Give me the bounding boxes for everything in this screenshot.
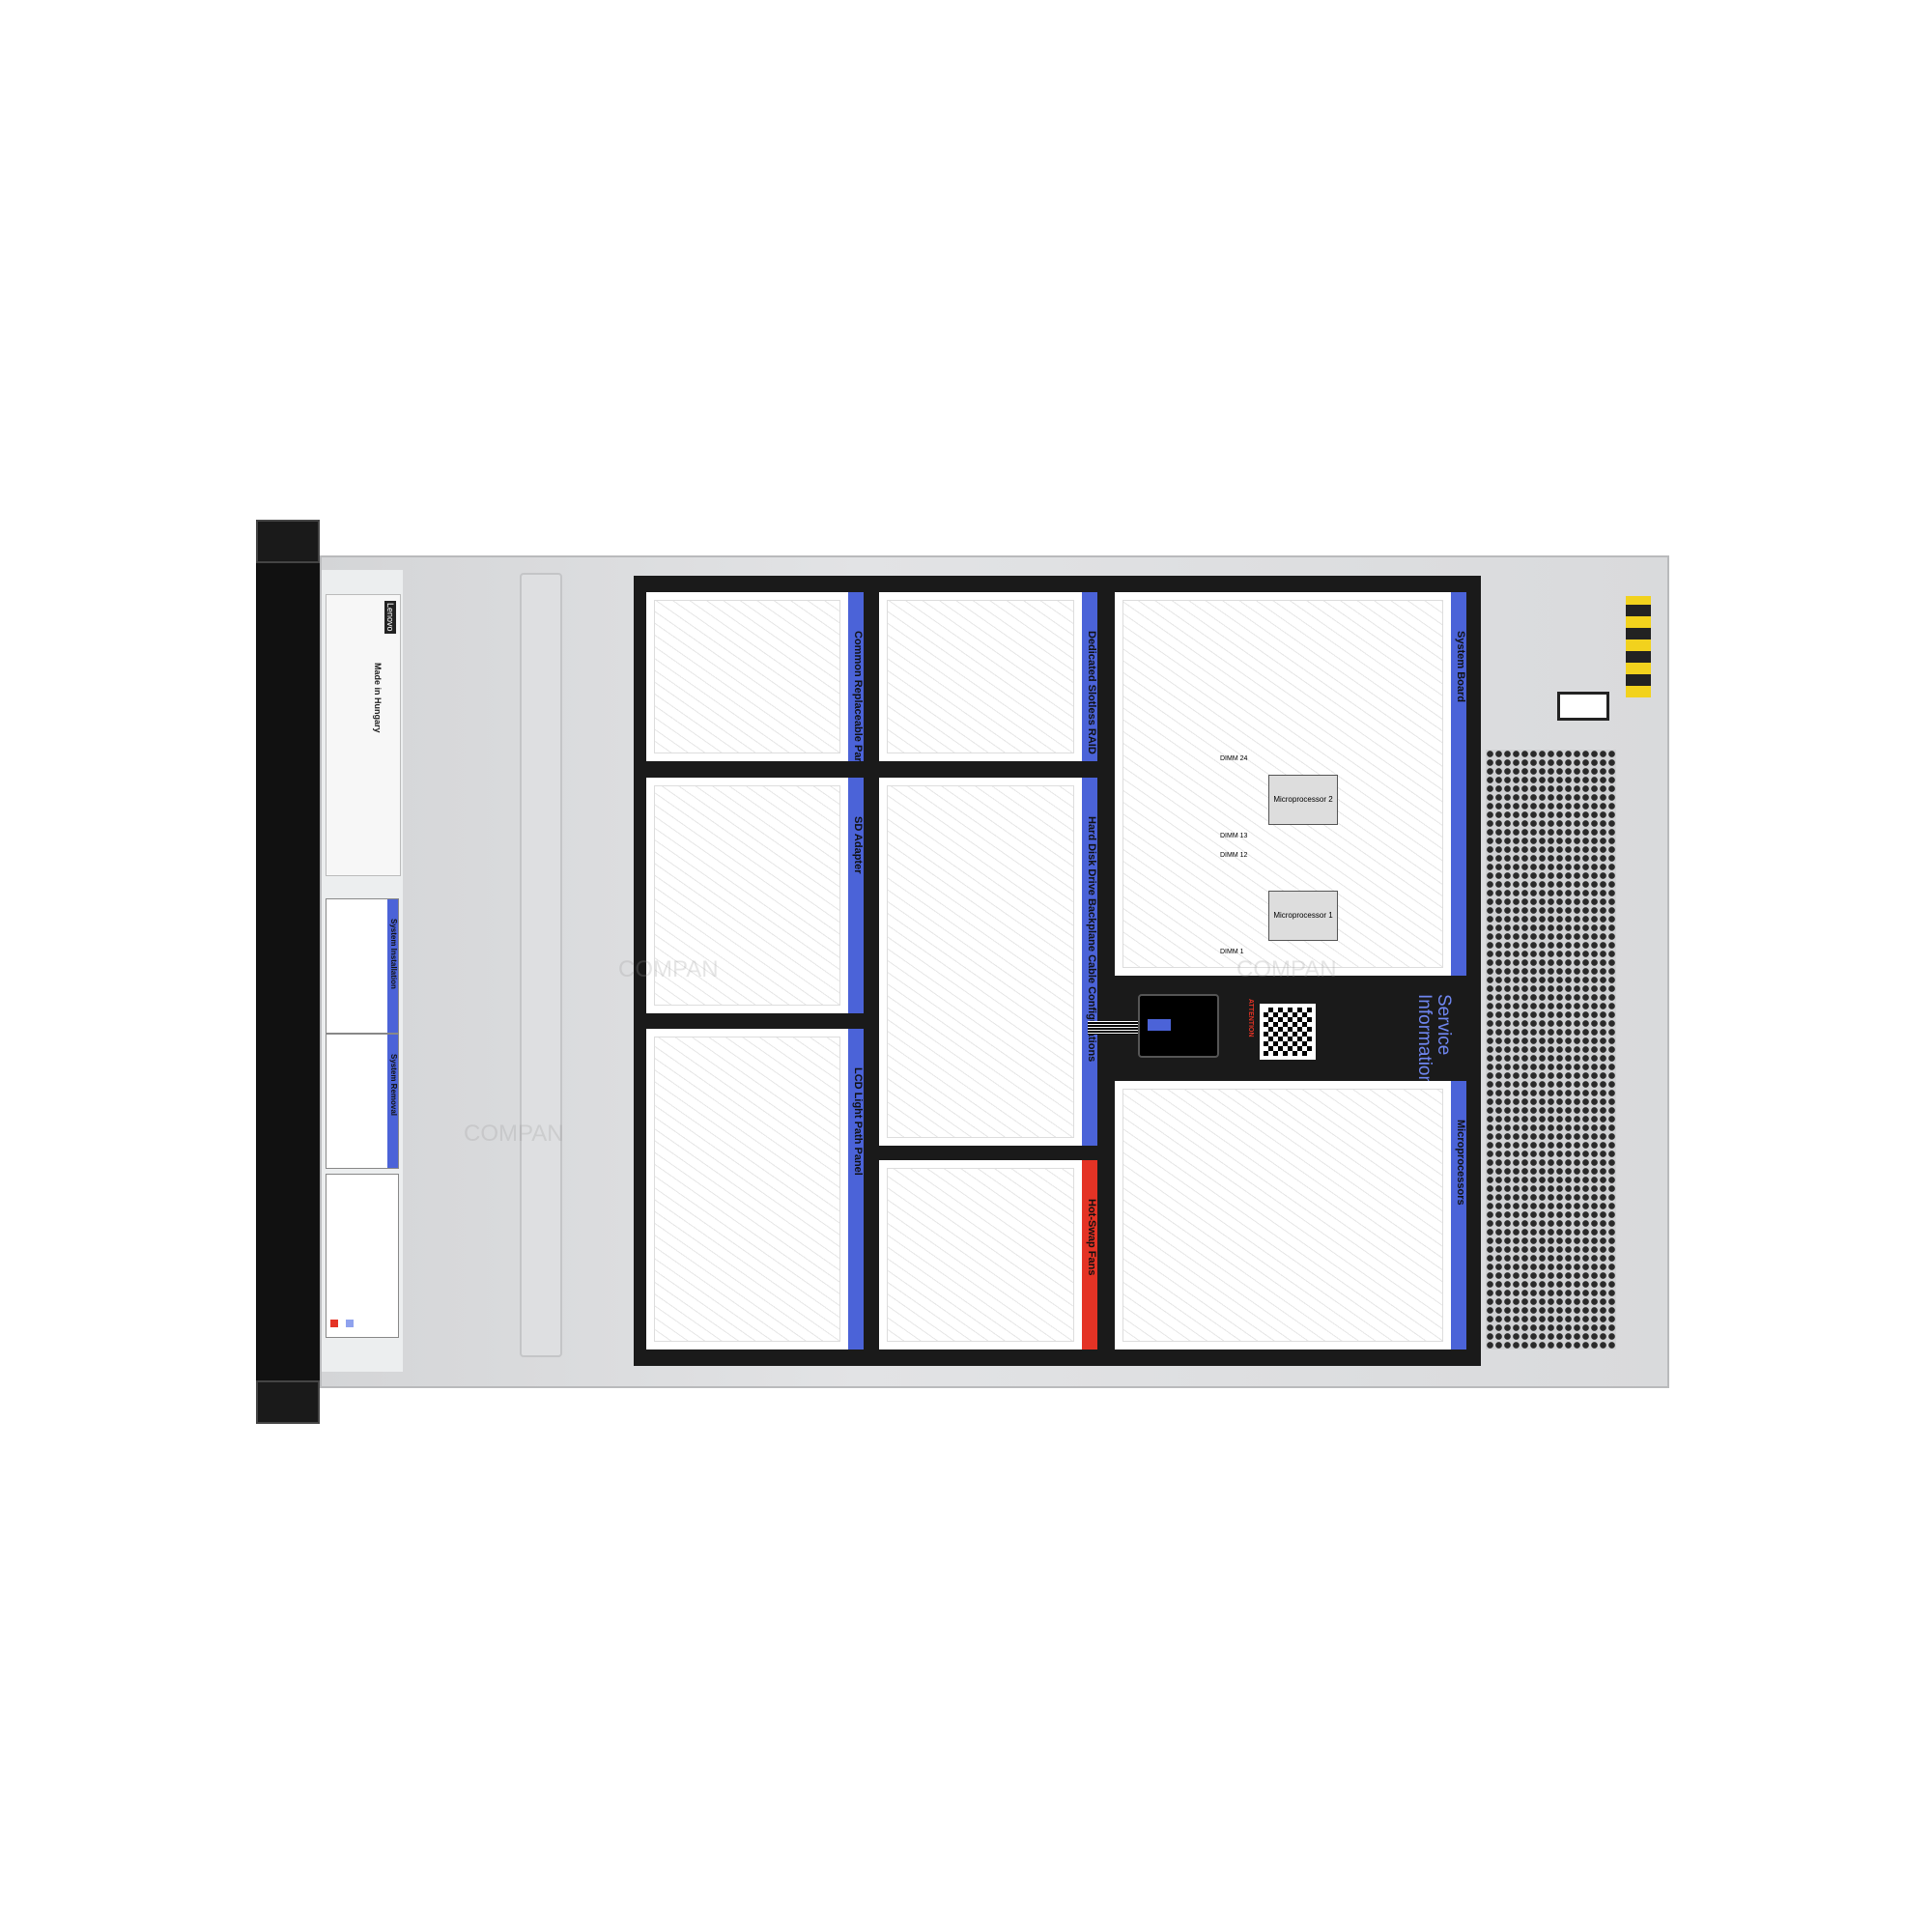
dimm-label: DIMM 13: [1220, 833, 1248, 839]
cover-release-latch[interactable]: [1138, 994, 1219, 1058]
system-removal-title: System Removal: [387, 1035, 398, 1168]
system-installation-label: System Installation: [326, 898, 399, 1034]
brand-text: Lenovo: [384, 601, 396, 634]
watermark: COMPAN: [618, 956, 719, 982]
service-information-title: Service Information: [1414, 994, 1454, 1087]
panel-common-replaceable-parts: Common Replaceable Parts: [646, 592, 864, 761]
panel-hdd-backplane: Hard Disk Drive Backplane Cable Configur…: [879, 778, 1097, 1146]
ventilation-grille: [1486, 750, 1616, 1350]
service-information-block: ATTENTION Service Information: [1088, 984, 1466, 1086]
front-pull-tab[interactable]: Lenovo Made in Hungary System Installati…: [322, 570, 403, 1372]
panel-title: LCD Light Path Panel: [848, 1029, 864, 1350]
system-removal-label: System Removal: [326, 1034, 399, 1169]
panel-title: Hard Disk Drive Backplane Cable Configur…: [1082, 778, 1097, 1146]
panel-system-board: Microprocessor 2 Microprocessor 1 DIMM 2…: [1115, 592, 1466, 976]
attention-note: ATTENTION: [1231, 999, 1254, 1037]
lcd-flow-diagram: [654, 1037, 840, 1342]
panel-title: SD Adapter: [848, 778, 864, 1013]
blue-led-swatch: [346, 1320, 354, 1327]
panel-sd-adapter: SD Adapter: [646, 778, 864, 1013]
parts-list: [654, 600, 840, 753]
panel-title: Hot-Swap Fans: [1082, 1160, 1097, 1350]
dimm-label: DIMM 1: [1220, 949, 1244, 955]
dimm-label: DIMM 12: [1220, 852, 1248, 859]
microprocessor-2: Microprocessor 2: [1268, 775, 1338, 825]
watermark: COMPAN: [464, 1121, 564, 1147]
led-description-label: [326, 1174, 399, 1338]
raid-diagram: [887, 600, 1074, 753]
panel-lcd-light-path: LCD Light Path Panel: [646, 1029, 864, 1350]
microprocessor-1: Microprocessor 1: [1268, 891, 1338, 941]
rack-ear-top[interactable]: [256, 520, 320, 563]
system-board-diagram: Microprocessor 2 Microprocessor 1 DIMM 2…: [1122, 600, 1443, 968]
panel-title: System Board: [1451, 592, 1466, 976]
backplane-cable-diagram: [887, 785, 1074, 1138]
watermark: COMPAN: [1236, 956, 1337, 982]
service-label-sheet: Common Replaceable Parts SD Adapter LCD …: [634, 576, 1481, 1366]
microprocessor-install-diagram: [1122, 1089, 1443, 1342]
fan-diagram: [887, 1168, 1074, 1342]
intrusion-switch-latch[interactable]: [1557, 692, 1609, 721]
qr-code[interactable]: [1260, 1004, 1316, 1060]
front-bezel: [256, 520, 320, 1424]
warning-labels: [1626, 596, 1651, 697]
panel-title: Common Replaceable Parts: [848, 592, 864, 761]
panel-title: Microprocessors: [1451, 1081, 1466, 1350]
panel-hot-swap-fans: Hot-Swap Fans: [879, 1160, 1097, 1350]
panel-dedicated-slotless-raid: Dedicated Slotless RAID: [879, 592, 1097, 761]
origin-text: Made in Hungary: [373, 663, 383, 733]
sd-adapter-diagram: [654, 785, 840, 1006]
regulatory-label: Lenovo Made in Hungary: [326, 594, 401, 876]
rack-ear-bottom[interactable]: [256, 1380, 320, 1424]
attention-text: ATTENTION: [1247, 999, 1254, 1037]
dimm-label: DIMM 24: [1220, 755, 1248, 762]
panel-microprocessors: Microprocessors: [1115, 1081, 1466, 1350]
cover-groove: [520, 573, 562, 1357]
system-installation-title: System Installation: [387, 899, 398, 1033]
panel-title: Dedicated Slotless RAID: [1082, 592, 1097, 761]
red-led-swatch: [330, 1320, 338, 1327]
